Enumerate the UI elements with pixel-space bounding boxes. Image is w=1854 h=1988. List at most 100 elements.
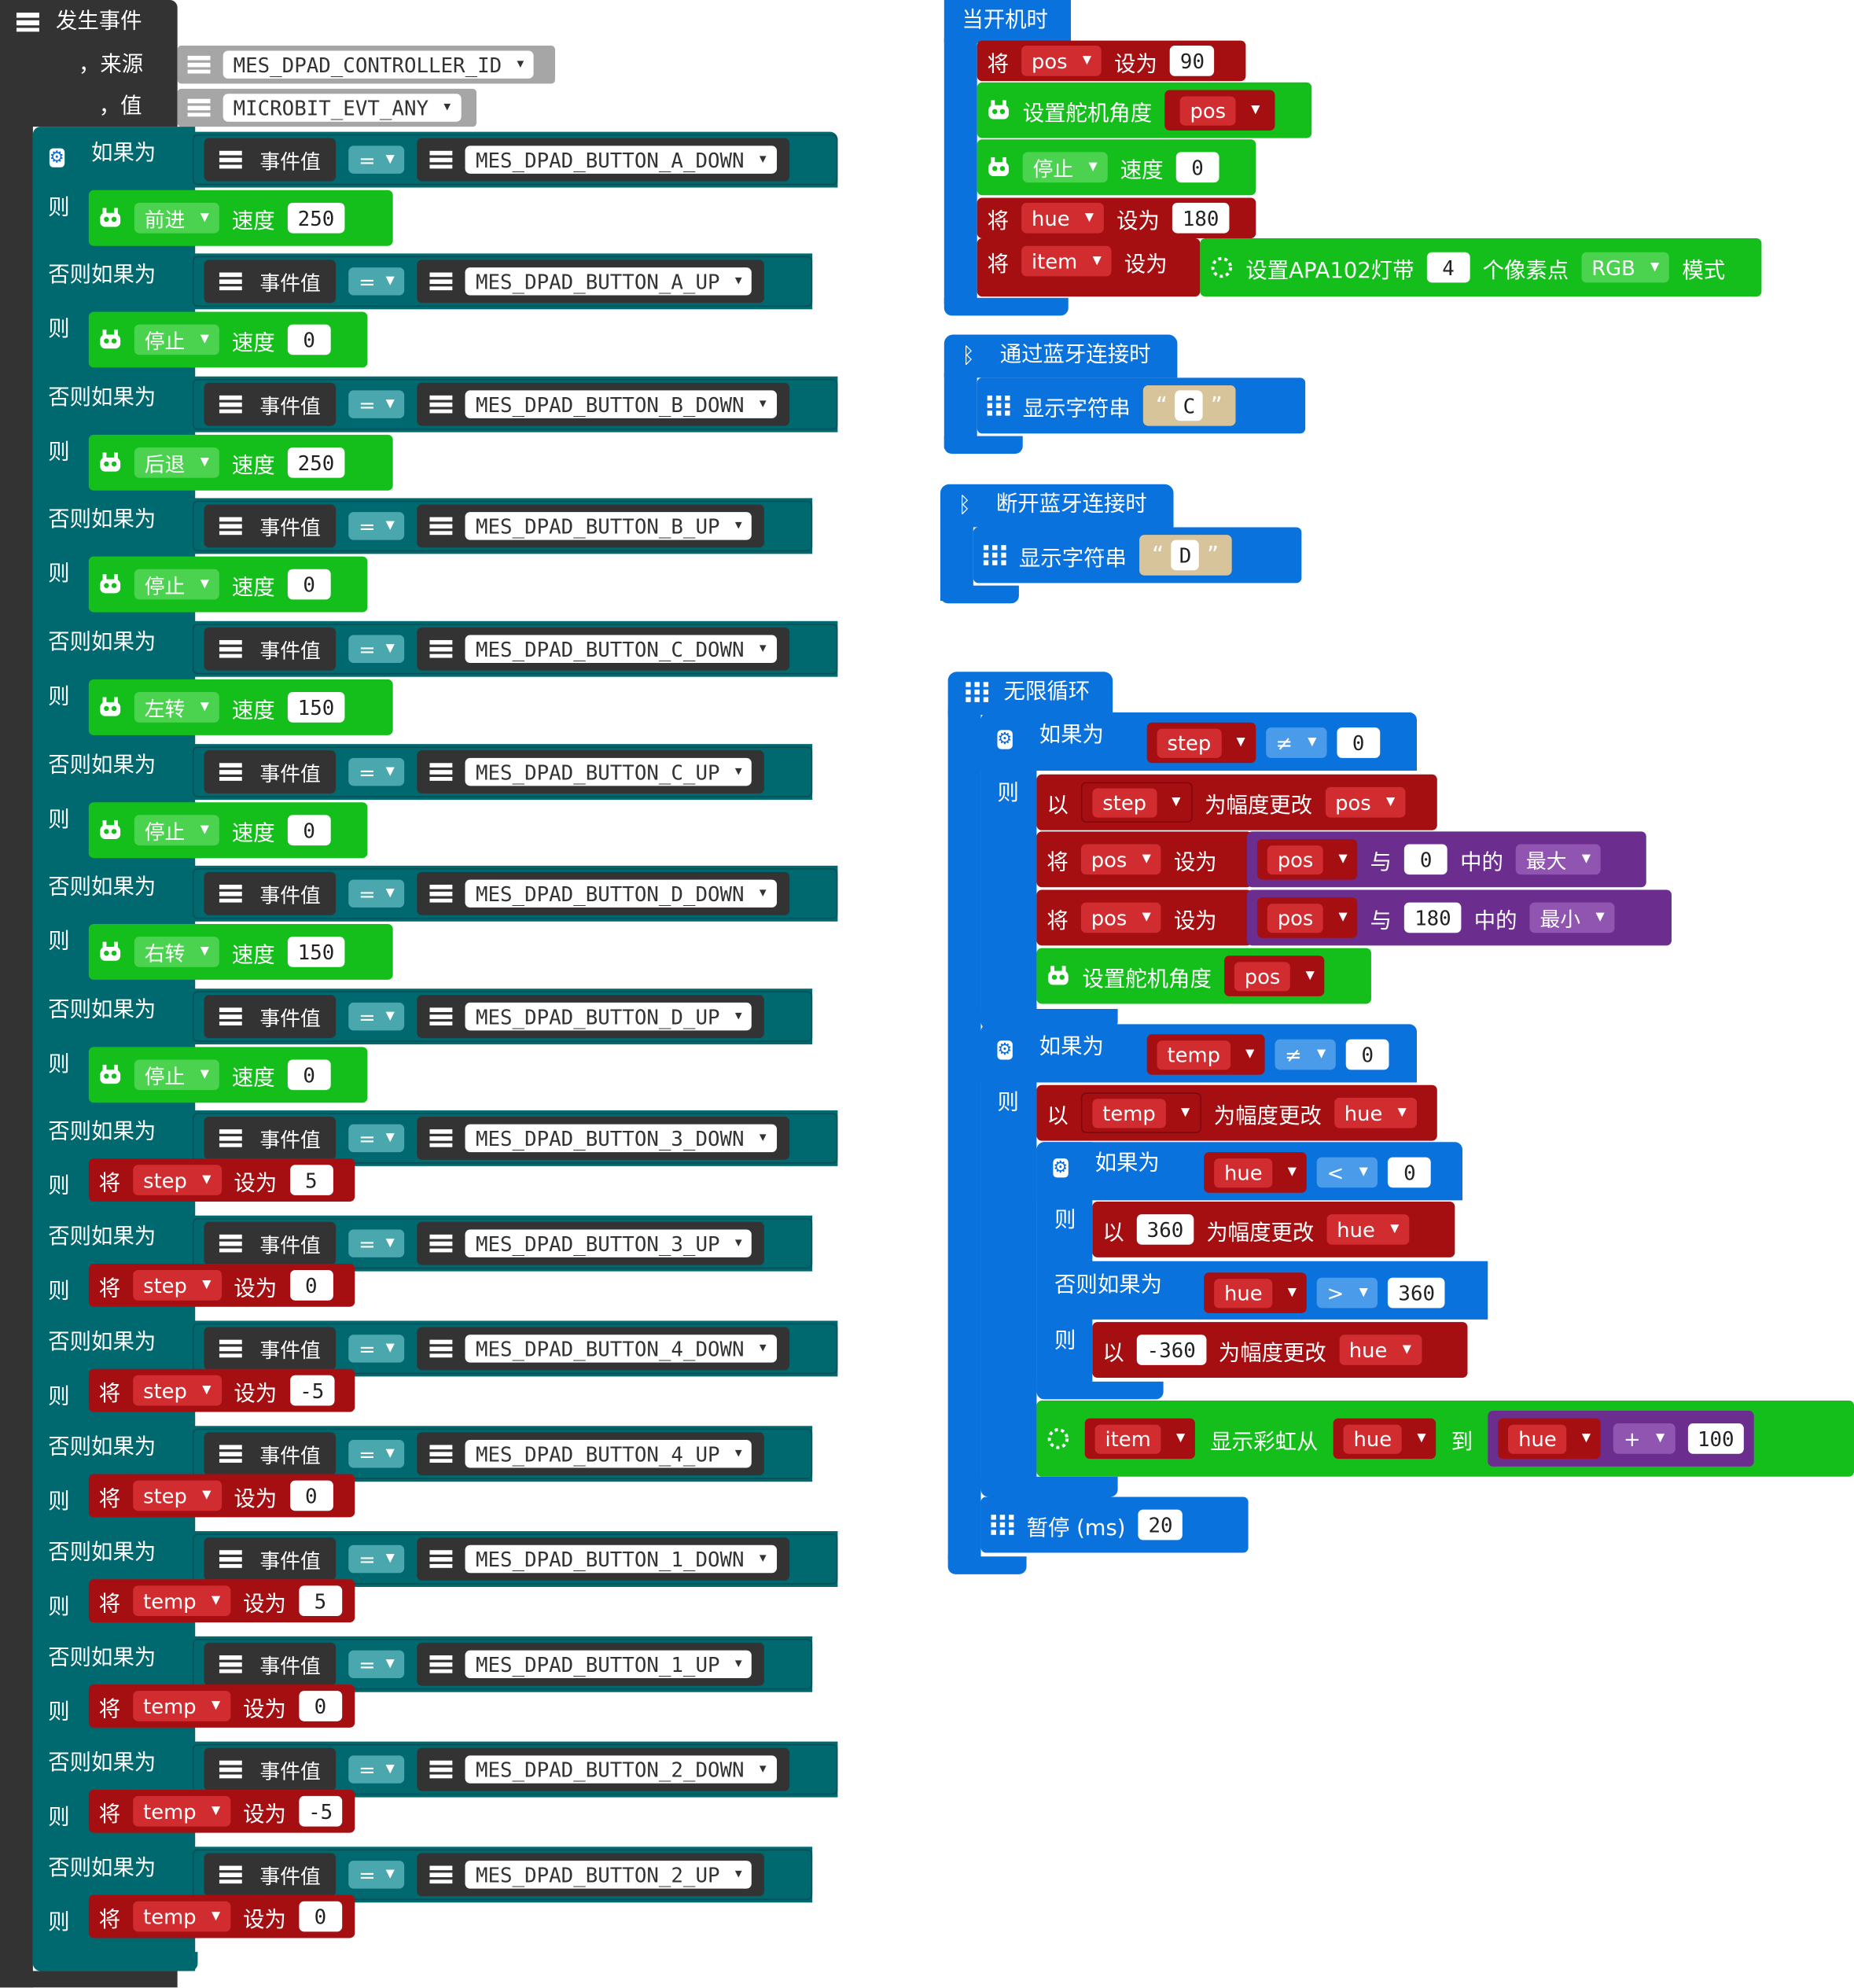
speed-input[interactable]: 0 <box>1175 152 1219 183</box>
event-constant-block[interactable]: MES_DPAD_BUTTON_1_UP▼ <box>417 1642 765 1686</box>
variable-dropdown[interactable]: temp▼ <box>133 1585 230 1617</box>
min-fn-dropdown[interactable]: 最小▼ <box>1529 902 1615 933</box>
set-pos-max-block[interactable]: 将 pos▼ 设为 <box>1036 831 1253 888</box>
event-constant-dropdown[interactable]: MES_DPAD_BUTTON_A_DOWN▼ <box>465 145 777 174</box>
value-dropdown-block[interactable]: MICROBIT_EVT_ANY▼ <box>177 88 477 127</box>
hue-var[interactable]: hue▼ <box>1204 1272 1307 1313</box>
temp-var[interactable]: temp▼ <box>1146 1034 1265 1075</box>
set-hue-block[interactable]: 将 hue▼ 设为 180 <box>977 197 1256 239</box>
event-value-block[interactable]: 事件值 <box>204 1853 337 1897</box>
pos-target-dropdown[interactable]: pos▼ <box>1325 786 1406 818</box>
speed-input[interactable]: 0 <box>287 569 331 600</box>
event-value-block[interactable]: 事件值 <box>204 1537 337 1581</box>
hue-target-dropdown[interactable]: hue▼ <box>1338 1335 1422 1365</box>
min-arg-b[interactable]: 180 <box>1404 902 1462 933</box>
event-constant-block[interactable]: MES_DPAD_BUTTON_C_DOWN▼ <box>417 627 789 671</box>
speed-input[interactable]: 250 <box>287 202 345 234</box>
event-constant-dropdown[interactable]: MES_DPAD_BUTTON_4_DOWN▼ <box>465 1335 777 1363</box>
max-block[interactable]: pos▼ 与 0 中的 最大▼ <box>1247 831 1646 888</box>
eq-op-dropdown[interactable]: =▼ <box>348 145 405 174</box>
speed-input[interactable]: 150 <box>287 937 345 967</box>
inner-elseif-condition[interactable]: hue▼ >▼ 360 <box>1204 1271 1470 1315</box>
hue-arg[interactable]: hue▼ <box>1498 1418 1601 1460</box>
servo-var-slot[interactable]: pos▼ <box>1223 955 1325 996</box>
event-constant-block[interactable]: MES_DPAD_BUTTON_3_UP▼ <box>417 1221 765 1265</box>
eq-op-dropdown[interactable]: =▼ <box>348 1544 405 1574</box>
gear-icon[interactable]: ⚙ <box>1053 1158 1069 1178</box>
inner-if-condition[interactable]: hue▼ <▼ 0 <box>1204 1150 1445 1195</box>
color-mode-dropdown[interactable]: RGB▼ <box>1581 252 1670 283</box>
stop-block[interactable]: 停止▼ 速度 0 <box>977 139 1256 196</box>
eq-op-dropdown[interactable]: =▼ <box>348 1335 405 1363</box>
condition-block[interactable]: 事件值=▼MES_DPAD_BUTTON_B_UP▼ <box>192 500 813 552</box>
change-hue-minus-block[interactable]: 以 -360 为幅度更改 hue▼ <box>1092 1322 1468 1379</box>
motor-action-dropdown[interactable]: 右转▼ <box>134 937 219 967</box>
pos-var-dropdown[interactable]: pos▼ <box>1021 46 1102 76</box>
eq-op-dropdown[interactable]: =▼ <box>348 879 405 908</box>
set-item-block[interactable]: 将 item▼ 设为 <box>977 238 1201 297</box>
event-constant-dropdown[interactable]: MES_DPAD_BUTTON_C_UP▼ <box>465 757 752 786</box>
variable-dropdown[interactable]: step▼ <box>133 1165 222 1195</box>
temp-var-slot[interactable]: temp▼ <box>1080 1092 1201 1133</box>
item-var-slot[interactable]: item▼ <box>1084 1418 1196 1460</box>
event-constant-dropdown[interactable]: MES_DPAD_BUTTON_4_UP▼ <box>465 1440 752 1468</box>
hue-var[interactable]: hue▼ <box>1204 1152 1307 1193</box>
condition-block[interactable]: 事件值=▼MES_DPAD_BUTTON_C_DOWN▼ <box>192 624 838 675</box>
hue-target-dropdown[interactable]: hue▼ <box>1326 1214 1410 1245</box>
eq-op-dropdown[interactable]: =▼ <box>348 635 405 663</box>
variable-dropdown[interactable]: temp▼ <box>133 1691 230 1721</box>
max-fn-dropdown[interactable]: 最大▼ <box>1516 844 1601 875</box>
speed-input[interactable]: 0 <box>287 324 331 355</box>
gear-icon[interactable]: ⚙ <box>997 1040 1013 1060</box>
event-value-block[interactable]: 事件值 <box>204 504 337 548</box>
variable-dropdown[interactable]: temp▼ <box>133 1795 230 1827</box>
set-value-input[interactable]: 0 <box>299 1901 342 1932</box>
change-hue-block[interactable]: 以 temp▼ 为幅度更改 hue▼ <box>1036 1084 1437 1141</box>
variable-dropdown[interactable]: step▼ <box>133 1480 222 1511</box>
servo-var-slot[interactable]: pos▼ <box>1164 90 1275 131</box>
op-dropdown[interactable]: <▼ <box>1316 1157 1378 1188</box>
event-constant-dropdown[interactable]: MES_DPAD_BUTTON_D_DOWN▼ <box>465 879 777 908</box>
change-amount[interactable]: 360 <box>1136 1214 1194 1245</box>
pos-var-dropdown[interactable]: pos▼ <box>1080 902 1161 933</box>
item-var-dropdown[interactable]: item▼ <box>1021 245 1112 277</box>
motor-action-dropdown[interactable]: 左转▼ <box>134 692 219 723</box>
motor-action-dropdown[interactable]: 后退▼ <box>134 447 219 478</box>
pixel-count-input[interactable]: 4 <box>1426 252 1470 283</box>
eq-op-dropdown[interactable]: =▼ <box>348 512 405 540</box>
show-string-c-block[interactable]: 显示字符串 “ C ” <box>977 377 1306 434</box>
hue-value-input[interactable]: 180 <box>1172 202 1230 234</box>
event-constant-dropdown[interactable]: MES_DPAD_BUTTON_A_UP▼ <box>465 267 752 296</box>
compare-value[interactable]: 0 <box>1337 727 1381 758</box>
pos-value-input[interactable]: 90 <box>1170 46 1215 76</box>
motor-action-dropdown[interactable]: 停止▼ <box>134 569 219 600</box>
bt-connect-block[interactable]: ᛒ 通过蓝牙连接时 <box>944 334 1311 457</box>
forever-block[interactable]: 无限循环 <box>947 672 1113 1578</box>
event-constant-block[interactable]: MES_DPAD_BUTTON_2_DOWN▼ <box>417 1747 789 1791</box>
hue-var-dropdown[interactable]: hue▼ <box>1021 202 1104 234</box>
event-constant-dropdown[interactable]: MES_DPAD_BUTTON_3_UP▼ <box>465 1229 752 1257</box>
condition-block[interactable]: 事件值=▼MES_DPAD_BUTTON_A_DOWN▼ <box>192 134 838 186</box>
compare-value[interactable]: 0 <box>1388 1157 1432 1188</box>
set-value-input[interactable]: 0 <box>289 1270 333 1301</box>
event-constant-block[interactable]: MES_DPAD_BUTTON_4_UP▼ <box>417 1432 765 1476</box>
condition-block[interactable]: 事件值=▼MES_DPAD_BUTTON_4_UP▼ <box>192 1428 813 1479</box>
event-constant-block[interactable]: MES_DPAD_BUTTON_C_UP▼ <box>417 750 765 793</box>
event-constant-dropdown[interactable]: MES_DPAD_BUTTON_1_DOWN▼ <box>465 1544 777 1574</box>
change-amount[interactable]: -360 <box>1136 1335 1206 1365</box>
step-var-slot[interactable]: step▼ <box>1080 782 1192 823</box>
condition-block[interactable]: 事件值=▼MES_DPAD_BUTTON_D_DOWN▼ <box>192 868 838 919</box>
string-input-c[interactable]: C <box>1175 390 1204 422</box>
apa102-strip-block[interactable]: 设置APA102灯带 4 个像素点 RGB▼ 模式 <box>1200 238 1762 297</box>
hue-target-dropdown[interactable]: hue▼ <box>1333 1097 1417 1128</box>
event-value-block[interactable]: 事件值 <box>204 1327 337 1371</box>
if1-condition[interactable]: step▼ ≠▼ 0 <box>1146 721 1398 764</box>
